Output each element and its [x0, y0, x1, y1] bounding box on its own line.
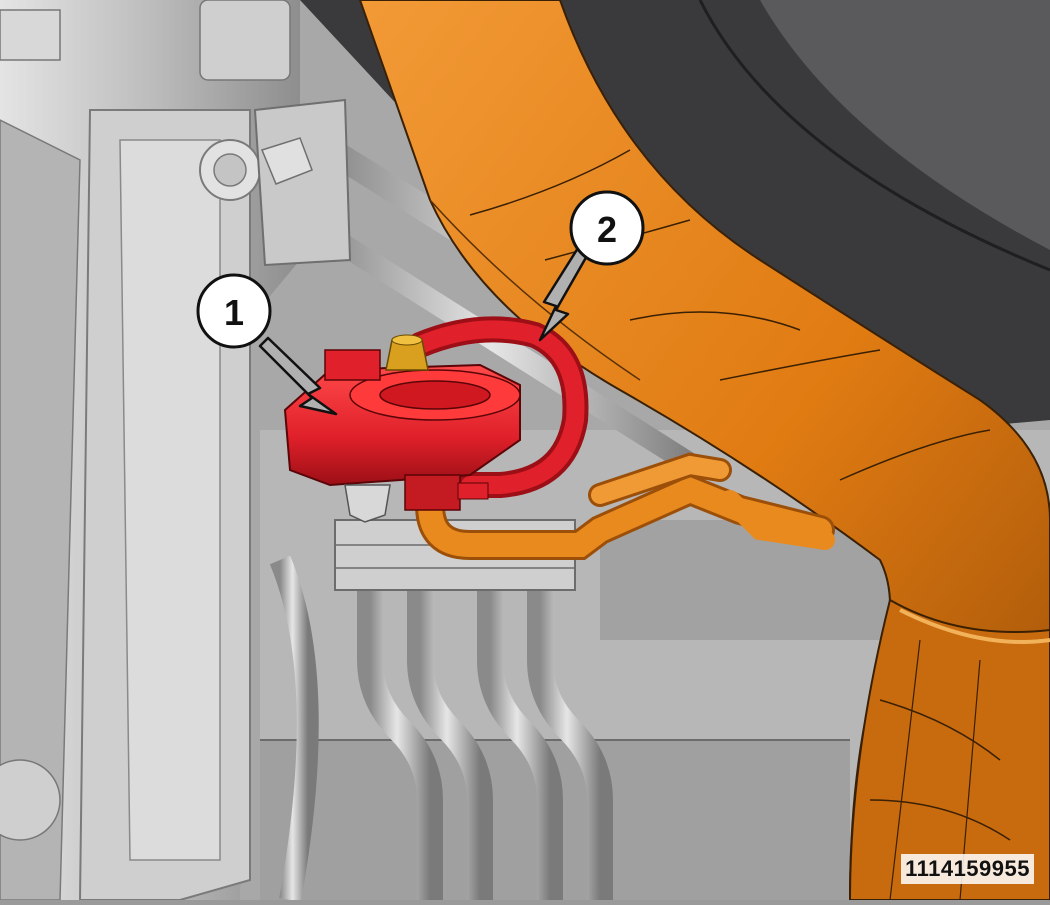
arrow-icon: [538, 246, 590, 342]
rod-middle: [309, 219, 711, 481]
callout-1-label: 1: [224, 292, 244, 333]
figure-id: 1114159955: [901, 854, 1034, 884]
orange-small-tubes: [415, 452, 835, 560]
dark-panel-highlight: [760, 0, 1050, 250]
red-clamp-assembly: [283, 316, 589, 523]
gray-pipes: [357, 567, 613, 905]
orange-exhaust-pipe: [358, 0, 1050, 901]
arrow-icon: [258, 336, 338, 416]
gray-nozzle: [344, 484, 391, 523]
callout-1: 1: [196, 273, 338, 416]
callout-2: 2: [538, 190, 645, 342]
callout-2-label: 2: [597, 209, 617, 250]
bracket: [253, 98, 352, 267]
